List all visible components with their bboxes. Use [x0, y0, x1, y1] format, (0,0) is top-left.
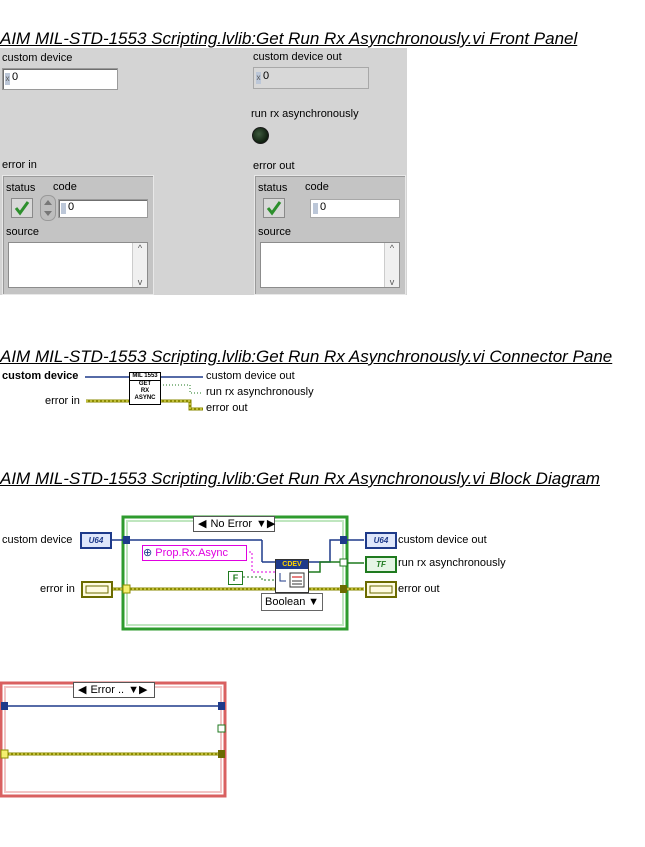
case-selector-label: No Error: [210, 518, 253, 530]
connector-pane-title: AIM MIL-STD-1553 Scripting.lvlib:Get Run…: [0, 347, 613, 366]
error-cluster-icon: [85, 585, 109, 594]
error-in-source-textbox[interactable]: ^ v: [8, 242, 148, 288]
vi-icon-line: RX: [140, 388, 150, 394]
bd-custom-device-label: custom device: [2, 534, 73, 546]
checkmark-icon: [266, 201, 282, 216]
error-in-cluster: status code 0 source ^ v: [2, 175, 154, 295]
case-selector-error[interactable]: ◀Error ..▼▶: [73, 682, 155, 698]
scroll-up-icon[interactable]: ^: [137, 243, 143, 253]
connector-pane-wires: [85, 376, 203, 411]
cp-output-error-out: error out: [206, 402, 248, 414]
custom-device-out-indicator: x 0: [253, 67, 369, 89]
property-list-icon: [279, 572, 305, 588]
error-in-status-label: status: [6, 182, 36, 194]
bd-error-in-label: error in: [40, 583, 75, 595]
case-prev-arrow-icon[interactable]: ◀: [198, 518, 207, 530]
code-increment-decrement[interactable]: [40, 195, 56, 221]
bd-custom-device-terminal[interactable]: U64: [80, 532, 112, 549]
radix-indicator[interactable]: x: [5, 73, 10, 85]
custom-device-label: custom device: [2, 52, 73, 64]
cp-input-custom-device: custom device: [2, 370, 79, 382]
error-out-cluster: status code 0 source ^ v: [254, 175, 406, 295]
error-out-code-label: code: [305, 181, 329, 193]
scroll-down-icon[interactable]: v: [389, 277, 395, 287]
run-rx-async-led: [252, 127, 269, 144]
bd-run-rx-async-terminal[interactable]: TF: [365, 556, 397, 573]
custom-device-out-label: custom device out: [253, 51, 342, 63]
block-diagram-title: AIM MIL-STD-1553 Scripting.lvlib:Get Run…: [0, 469, 600, 488]
property-name-value: Prop.Rx.Async: [155, 547, 229, 559]
radix-indicator: x: [256, 72, 261, 84]
globe-icon: ⊕: [143, 547, 153, 559]
vi-icon: MIL 1553 GET RX ASYNC: [129, 372, 161, 405]
error-in-status-checkbox[interactable]: [11, 198, 33, 218]
front-panel: custom device x 0 custom device out x 0 …: [0, 48, 407, 295]
custom-device-input[interactable]: x 0: [2, 68, 118, 90]
error-out-label: error out: [253, 160, 295, 172]
vi-icon-line: GET: [138, 381, 152, 387]
front-panel-title: AIM MIL-STD-1553 Scripting.lvlib:Get Run…: [0, 29, 578, 48]
error-out-source-label: source: [258, 226, 292, 238]
updown-arrows-icon: [44, 200, 52, 216]
case-dropdown-icon[interactable]: ▼▶: [256, 518, 276, 530]
cdev-property-node[interactable]: CDEV: [275, 559, 309, 593]
cp-output-run-rx-async: run rx asynchronously: [206, 386, 314, 398]
scroll-down-icon[interactable]: v: [137, 277, 143, 287]
run-rx-async-label: run rx asynchronously: [251, 108, 359, 120]
cp-output-custom-device-out: custom device out: [206, 370, 295, 382]
scroll-up-icon[interactable]: ^: [389, 243, 395, 253]
false-constant[interactable]: F: [228, 571, 243, 585]
checkmark-icon: [14, 201, 30, 216]
type-selector-boolean[interactable]: Boolean ▼: [261, 593, 323, 611]
cp-input-error-in: error in: [45, 395, 80, 407]
bd-custom-device-out-terminal[interactable]: U64: [365, 532, 397, 549]
custom-device-out-value: 0: [263, 70, 270, 82]
bd-custom-device-out-label: custom device out: [398, 534, 487, 546]
property-name-constant[interactable]: ⊕ Prop.Rx.Async: [142, 545, 247, 561]
case-selector-label: Error ..: [90, 684, 125, 696]
error-out-status-indicator: [263, 198, 285, 218]
bd-error-in-terminal[interactable]: [81, 581, 113, 598]
vi-icon-line: MIL 1553: [130, 373, 160, 381]
error-out-source-textbox[interactable]: ^ v: [260, 242, 400, 288]
cdev-node-label: CDEV: [276, 560, 308, 569]
type-selector-value: Boolean: [265, 596, 306, 608]
source-scrollbar[interactable]: ^ v: [384, 243, 399, 287]
error-in-source-label: source: [6, 226, 40, 238]
source-scrollbar[interactable]: ^ v: [132, 243, 147, 287]
radix-indicator: [61, 203, 66, 214]
error-in-code-value: 0: [68, 201, 75, 213]
error-out-status-label: status: [258, 182, 288, 194]
error-out-code-value: 0: [320, 201, 327, 213]
dropdown-arrow-icon[interactable]: ▼: [308, 596, 319, 608]
error-out-code-indicator: 0: [310, 199, 400, 218]
vi-icon-line: ASYNC: [134, 395, 156, 401]
error-in-label: error in: [2, 159, 37, 171]
bd-error-out-label: error out: [398, 583, 440, 595]
error-cluster-icon: [369, 585, 393, 594]
error-in-code-input[interactable]: 0: [58, 199, 148, 218]
error-in-code-label: code: [53, 181, 77, 193]
case-dropdown-icon[interactable]: ▼▶: [128, 684, 148, 696]
custom-device-value: 0: [12, 71, 19, 83]
radix-indicator: [313, 203, 318, 214]
bd-run-rx-async-label: run rx asynchronously: [398, 557, 506, 569]
bd-error-out-terminal[interactable]: [365, 581, 397, 598]
case-selector-no-error[interactable]: ◀No Error▼▶: [193, 516, 275, 532]
case-prev-arrow-icon[interactable]: ◀: [78, 684, 87, 696]
